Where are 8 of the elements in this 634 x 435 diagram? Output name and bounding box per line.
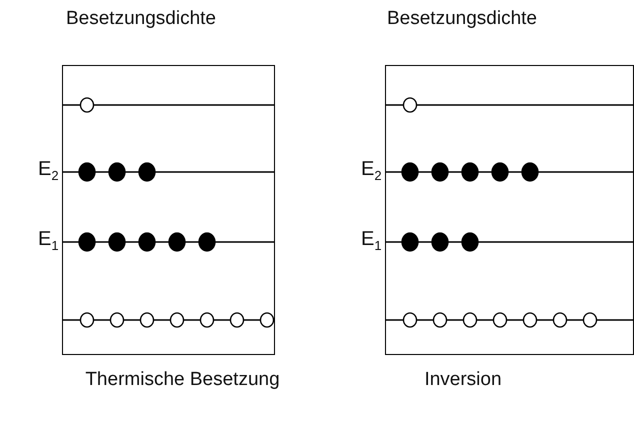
- energy-level-label: E$_{2}$: [361, 158, 382, 183]
- panel-caption: Thermische Besetzung: [84, 368, 281, 391]
- energy-level-label: E$_{2}$: [38, 158, 59, 183]
- energy-level-label: E$_{1}$: [361, 228, 382, 253]
- panel-heading: Besetzungsdichte: [387, 8, 537, 30]
- energy-level-label: E$_{1}$: [38, 228, 59, 253]
- panel-heading: Besetzungsdichte: [66, 8, 216, 30]
- panel-caption: Inversion: [423, 368, 503, 391]
